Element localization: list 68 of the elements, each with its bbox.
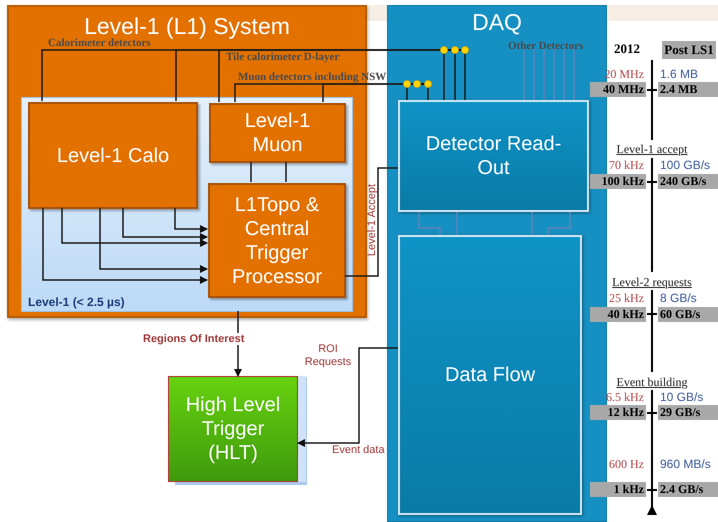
text-label: Post LS1 [662,41,716,59]
text-label: 1 kHz [590,482,646,497]
connector [418,212,441,235]
text-label: 40 MHz [590,82,646,97]
connector [547,212,571,235]
node-label: Level-1 Muon [244,109,312,157]
connector [297,347,398,447]
text-label: 2.4 MB [658,82,718,97]
text-label: 10 GB/s [659,390,704,404]
connector [573,49,575,100]
node-label: DAQ [471,11,523,34]
edge-label: Regions Of Interest [143,333,244,345]
connector [563,49,565,100]
connector [456,212,458,235]
text-label: 100 kHz [590,174,646,189]
connector [122,208,208,241]
text-label: 2.4 GB/s [658,482,718,497]
connector [533,49,535,100]
node-label: Level-1 (< 2.5 µs) [28,295,125,309]
connector [234,83,408,102]
text-label: 2012 [613,41,641,57]
text-label: 8 GB/s [659,291,698,305]
connector [322,83,429,102]
edge-label: Level-1 Accept [366,184,378,256]
connector [345,167,398,277]
node-label: Other Detectors [508,40,584,52]
connector [42,208,208,284]
text-label: Level-2 requests [611,275,693,290]
text-label: Tile calorimeter D-layer [225,51,340,63]
text-label: 25 kHz [608,291,645,306]
connector [523,49,525,100]
connector [99,208,208,273]
text-label: 1.6 MB [659,67,700,81]
text-label: 100 GB/s [659,158,712,172]
text-label: 40 kHz [590,307,646,322]
text-label: Level-1 accept [616,142,688,157]
node-label: Detector Read-Out [424,132,562,180]
text-label: Event data [331,444,386,456]
node-label: Level-1 (L1) System [84,13,291,39]
connector [553,49,555,100]
process-box [398,235,582,515]
text-label: 60 GB/s [658,307,718,322]
connector [41,49,445,101]
process-box [208,183,346,298]
level1-panel [21,97,353,312]
node-label: High Level Trigger (HLT) [184,393,282,465]
text-label: 29 GB/s [658,405,718,420]
connector [250,162,252,182]
process-box [398,100,589,212]
connector [174,208,208,233]
connector [218,49,466,102]
text-label: 960 MB/s [659,457,712,471]
connector [285,162,287,182]
connector [61,208,208,247]
node-label: Data Flow [444,363,536,387]
text-label: 240 GB/s [658,174,718,189]
text-label: Event building [616,375,688,390]
text-label: 70 kHz [608,158,645,173]
node-label: L1Topo & Central Trigger Processor [230,192,324,288]
node-label: Level-1 Calo [56,144,170,168]
process-box [209,103,346,163]
text-label: 600 Hz [608,457,645,472]
text-label: Calorimeter detectors [47,37,152,49]
connector [531,212,533,235]
connector [543,49,545,100]
text-label: 12 kHz [590,405,646,420]
connector [175,49,456,101]
process-box [28,102,198,209]
